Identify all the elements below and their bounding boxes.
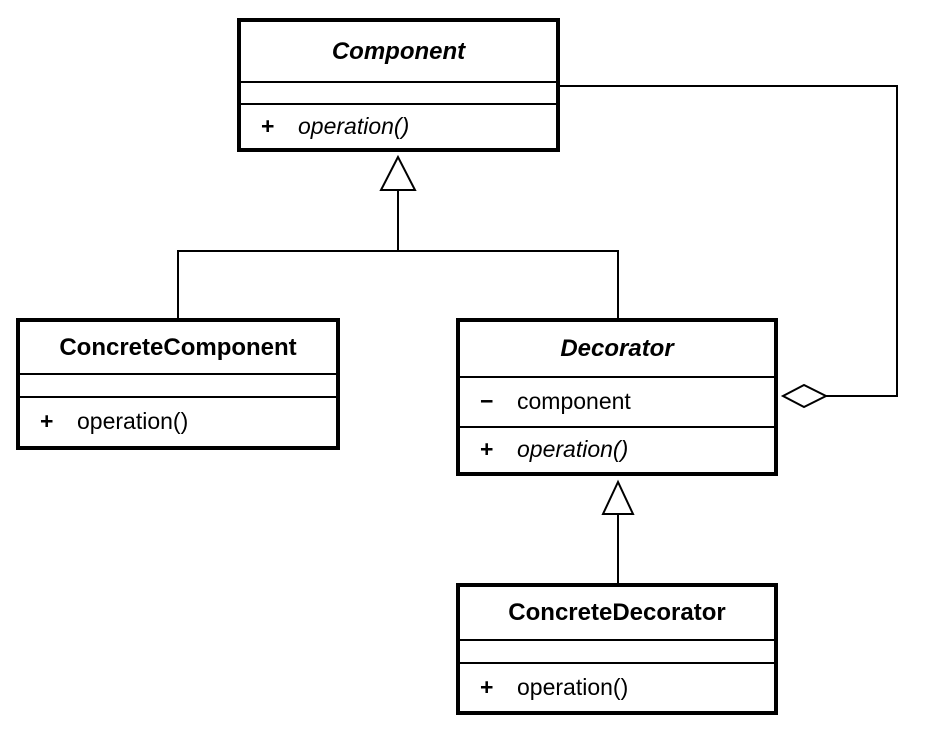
class-name-concrete-decorator: ConcreteDecorator bbox=[460, 587, 774, 641]
attribute-decorator-component: − component bbox=[460, 388, 774, 416]
class-name-component: Component bbox=[241, 22, 556, 83]
class-name-decorator: Decorator bbox=[460, 322, 774, 378]
method-name: operation() bbox=[517, 436, 629, 463]
method-decorator-operation: + operation() bbox=[460, 436, 774, 464]
generalization-edge-to-decorator bbox=[601, 479, 635, 583]
class-component-methods: + operation() bbox=[241, 105, 556, 148]
class-box-component: Component + operation() bbox=[237, 18, 560, 152]
visibility-sign: + bbox=[480, 436, 494, 463]
aggregation-diamond-icon bbox=[780, 383, 829, 409]
generalization-edges-to-component bbox=[177, 154, 619, 318]
method-name: operation() bbox=[517, 673, 629, 700]
class-concrete-decorator-attributes-empty bbox=[460, 641, 774, 664]
class-box-concrete-decorator: ConcreteDecorator + operation() bbox=[456, 583, 778, 715]
class-decorator-methods: + operation() bbox=[460, 428, 774, 472]
visibility-sign: + bbox=[261, 112, 275, 139]
visibility-sign: + bbox=[40, 408, 54, 435]
class-box-concrete-component: ConcreteComponent + operation() bbox=[16, 318, 340, 450]
method-component-operation: + operation() bbox=[241, 113, 556, 141]
class-concrete-decorator-methods: + operation() bbox=[460, 664, 774, 711]
method-concrete-decorator-operation: + operation() bbox=[460, 674, 774, 702]
visibility-sign: + bbox=[480, 673, 494, 700]
visibility-sign: − bbox=[480, 388, 494, 415]
generalization-triangle-icon bbox=[601, 479, 635, 515]
aggregation-edge-decorator-to-component bbox=[560, 85, 898, 409]
class-box-decorator: Decorator − component + operation() bbox=[456, 318, 778, 476]
method-name: operation() bbox=[77, 408, 189, 435]
method-name: operation() bbox=[298, 112, 410, 139]
class-decorator-attributes: − component bbox=[460, 378, 774, 428]
class-concrete-component-attributes-empty bbox=[20, 375, 336, 398]
class-component-attributes-empty bbox=[241, 83, 556, 105]
class-concrete-component-methods: + operation() bbox=[20, 398, 336, 446]
generalization-triangle-icon bbox=[379, 154, 417, 191]
class-name-concrete-component: ConcreteComponent bbox=[20, 322, 336, 375]
attribute-name: component bbox=[517, 388, 631, 415]
method-concrete-component-operation: + operation() bbox=[20, 408, 336, 436]
